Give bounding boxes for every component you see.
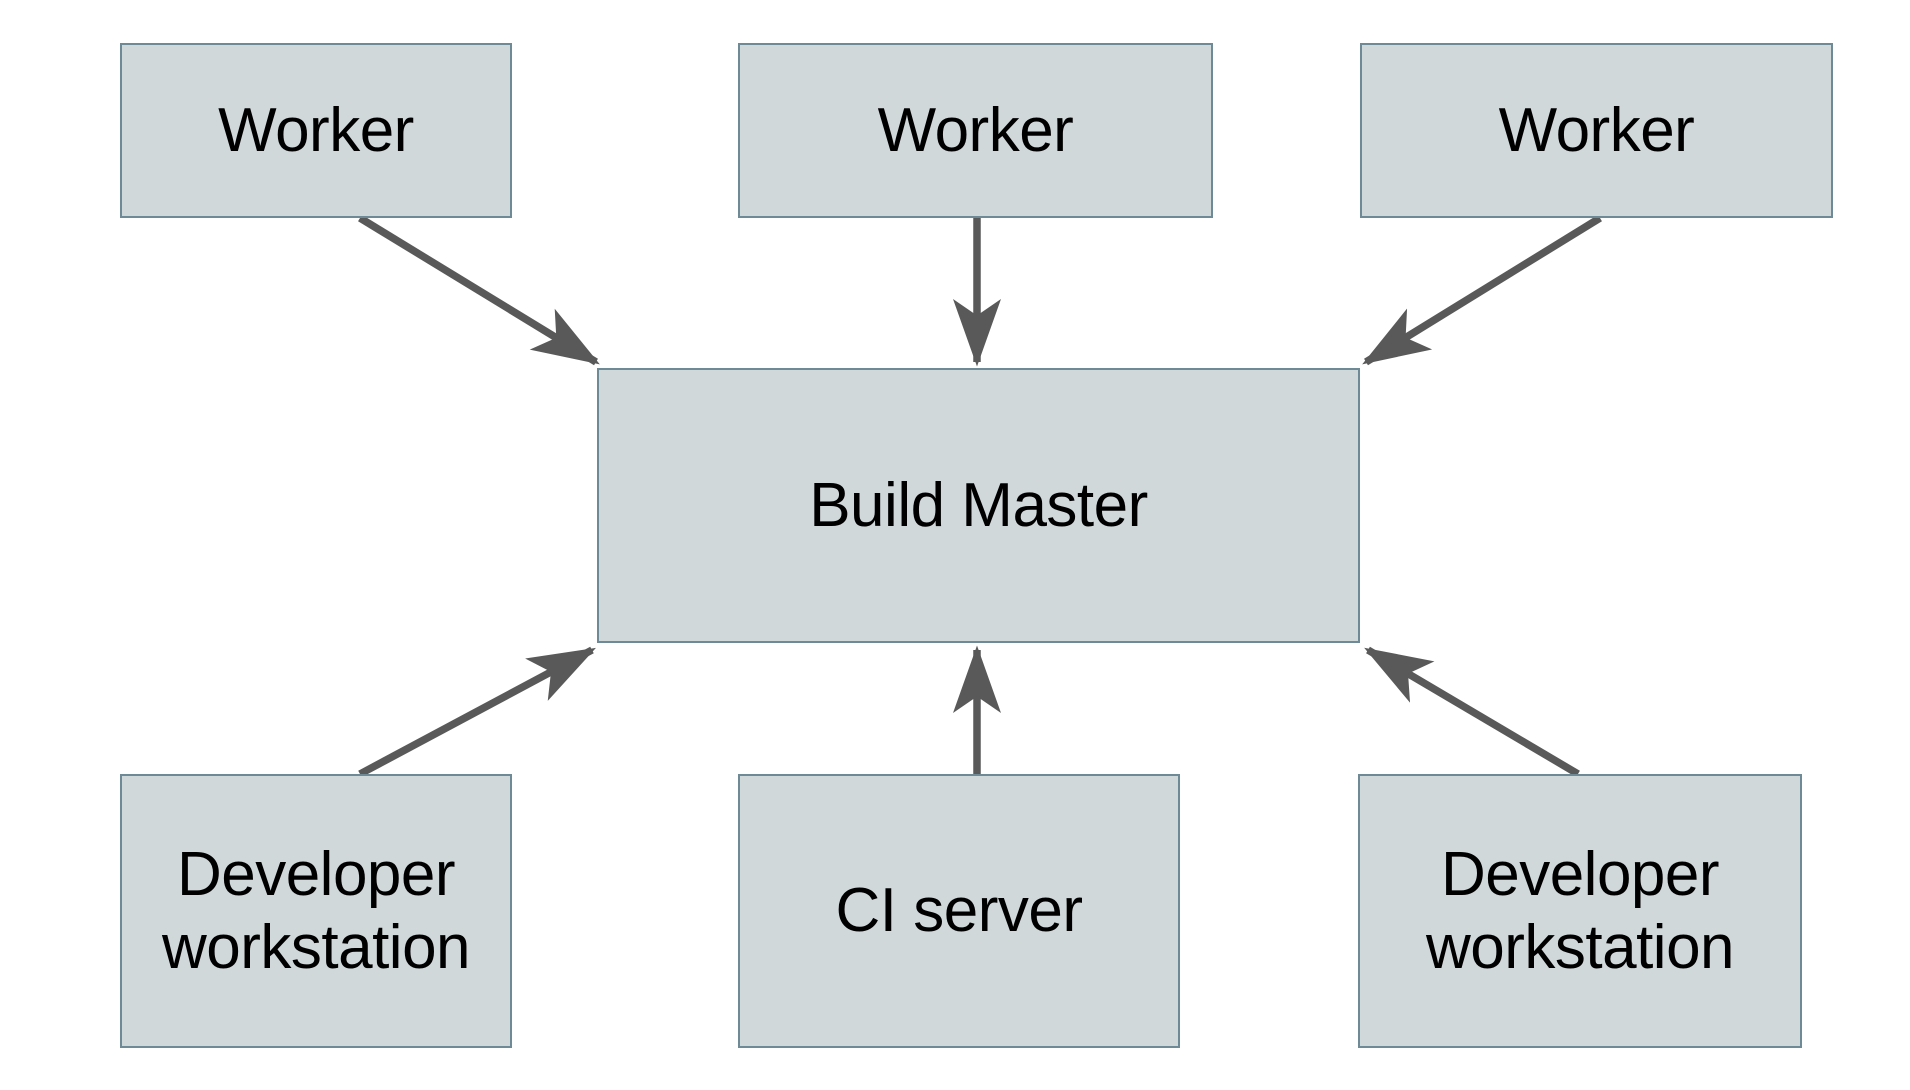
node-worker-3[interactable]: Worker (1360, 43, 1833, 218)
node-label: Worker (877, 95, 1074, 165)
edge-worker3-master (1362, 214, 1602, 366)
node-label: Developer workstation (161, 839, 471, 982)
node-build-master[interactable]: Build Master (597, 368, 1360, 643)
edge-worker1-master (358, 214, 600, 366)
node-developer-workstation-left[interactable]: Developer workstation (120, 774, 512, 1048)
node-label: Worker (218, 95, 414, 165)
edge-devleft-master (358, 646, 596, 778)
node-label: Developer workstation (1425, 839, 1735, 982)
edge-devright-master (1364, 646, 1580, 778)
node-developer-workstation-right[interactable]: Developer workstation (1358, 774, 1802, 1048)
node-label: Build Master (809, 470, 1148, 540)
node-worker-1[interactable]: Worker (120, 43, 512, 218)
node-label: Worker (1498, 95, 1695, 165)
node-worker-2[interactable]: Worker (738, 43, 1213, 218)
node-label: CI server (835, 876, 1083, 946)
node-ci-server[interactable]: CI server (738, 774, 1180, 1048)
